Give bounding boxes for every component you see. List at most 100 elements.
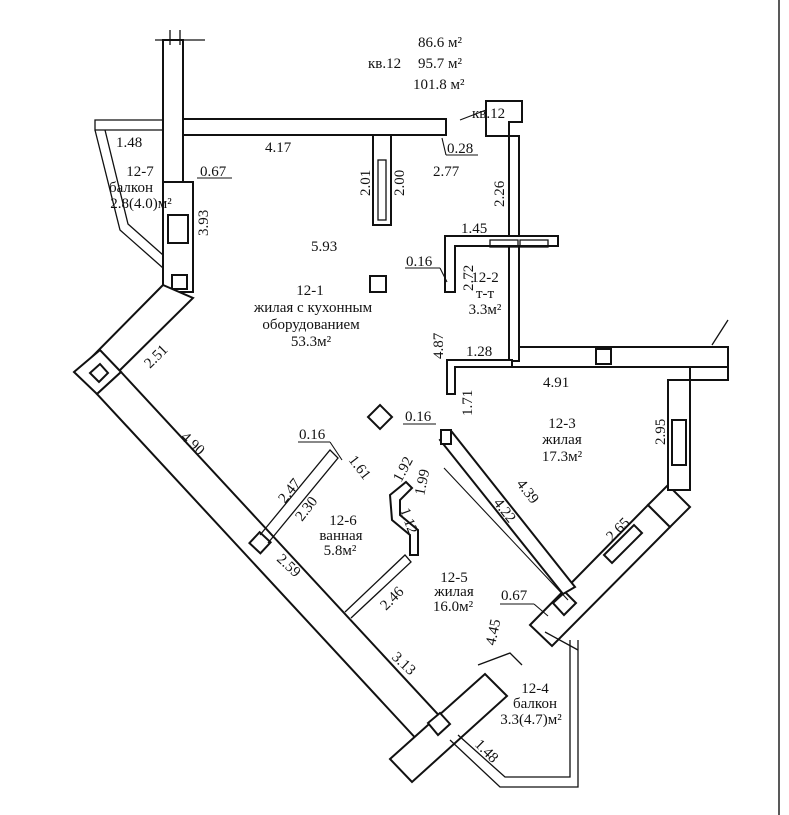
leader-016-a-2	[439, 267, 448, 283]
dim-272: 2.72	[461, 265, 477, 291]
area-with-balconies: 101.8 м²	[413, 77, 465, 93]
column-12-1	[369, 275, 387, 293]
dim-067-b: 0.67	[501, 588, 528, 604]
room-12-1-id: 12-1	[296, 283, 324, 299]
pillar-right-horizontal	[595, 348, 612, 365]
wall-diagonal-long	[95, 370, 447, 746]
balcony-12-4-edge-inner	[457, 640, 571, 778]
dim-145: 1.45	[461, 221, 487, 237]
room-12-4-id: 12-4	[521, 681, 549, 697]
vent-12-2-a	[489, 239, 519, 248]
dim-393: 3.93	[196, 210, 212, 236]
window-right-vertical	[671, 419, 687, 466]
walls	[72, 30, 729, 788]
room-12-7-id: 12-7	[126, 164, 154, 180]
room-12-1-type: жилая с кухонным	[253, 300, 373, 316]
room-12-7-area: 2.8(4.0)м²	[110, 196, 172, 212]
dim-112: 1.12	[396, 506, 420, 536]
wall-12-3-stub	[440, 429, 452, 445]
dim-491: 4.91	[543, 375, 569, 391]
pillar-left-corner	[88, 362, 110, 384]
wall-right-exit	[711, 319, 729, 346]
leader-kv12	[459, 109, 487, 121]
wall-12-6-top	[259, 449, 339, 544]
wall-right-horizontal	[511, 346, 729, 368]
dim-148-top: 1.48	[116, 135, 142, 151]
wall-right-corner	[646, 483, 692, 529]
vent-shaft-kitchen-inner	[377, 159, 387, 221]
dim-016-b: 0.16	[405, 409, 432, 425]
dim-417: 4.17	[265, 140, 292, 156]
vent-12-2-b	[519, 239, 549, 248]
column-diamond	[366, 403, 394, 431]
dim-067-top: 0.67	[200, 164, 227, 180]
dim-200: 2.00	[392, 170, 408, 196]
pillar-right-diag	[551, 590, 578, 617]
wall-top-horizontal	[182, 118, 447, 136]
balcony-12-4-edge	[449, 640, 579, 788]
pillar-diagonal-mid	[248, 530, 273, 555]
dim-593: 5.93	[311, 239, 337, 255]
room-12-5-id: 12-5	[440, 570, 468, 586]
room-12-5-type: жилая	[433, 584, 474, 600]
dim-230: 2.30	[293, 494, 322, 525]
wall-12-6-inner	[388, 480, 419, 556]
dim-445: 4.45	[483, 618, 504, 647]
pillar-left-upper	[171, 274, 188, 290]
room-12-3-type: жилая	[541, 432, 582, 448]
dim-128: 1.28	[466, 344, 492, 360]
wall-12-6-bottom	[344, 554, 412, 619]
wall-right-edge	[689, 366, 729, 381]
window-left-upper	[167, 214, 189, 244]
dim-199: 1.99	[412, 468, 433, 497]
dim-148-b: 1.48	[471, 737, 501, 767]
balcony-12-7-edge-inner	[104, 129, 164, 256]
room-12-7-type: балкон	[109, 180, 153, 196]
area-total: 86.6 м²	[418, 35, 462, 51]
wall-bottom-balcony	[388, 672, 509, 784]
room-12-5-area: 16.0м²	[433, 599, 474, 615]
room-12-2-id: 12-2	[471, 270, 499, 286]
room-12-3-area: 17.3м²	[542, 449, 583, 465]
room-12-4-area: 3.3(4.7)м²	[500, 712, 562, 728]
dim-277: 2.77	[433, 164, 460, 180]
leaders	[197, 109, 569, 617]
door-12-4-line	[544, 631, 579, 651]
wall-top-left-stub	[162, 39, 184, 183]
dim-028: 0.28	[447, 141, 473, 157]
room-12-1-type-cont: оборудованием	[262, 317, 360, 333]
wall-center-vertical	[508, 135, 520, 362]
area-living: 95.7 м²	[418, 56, 462, 72]
room-12-1-area: 53.3м²	[291, 334, 332, 350]
wall-entry-stub	[485, 100, 523, 137]
room-12-4-type: балкон	[513, 696, 557, 712]
dim-201: 2.01	[358, 170, 374, 196]
dim-247: 2.47	[276, 476, 305, 507]
dim-016-a: 0.16	[406, 254, 433, 270]
wall-partition-128	[446, 359, 513, 395]
balcony-12-4-rail	[477, 652, 523, 666]
room-12-2-area: 3.3м²	[469, 302, 502, 318]
room-12-6-type: ванная	[319, 528, 362, 544]
dim-439: 4.39	[513, 477, 542, 508]
balcony-12-7-edge	[94, 129, 164, 269]
dim-192: 1.92	[390, 454, 416, 485]
room-12-2-type: т-т	[476, 286, 495, 302]
apartment-label: кв.12	[368, 56, 401, 72]
apartment-marker: кв.12	[472, 106, 505, 122]
room-labels: 12-1 жилая с кухонным оборудованием 53.3…	[109, 164, 583, 728]
dim-295: 2.95	[653, 419, 669, 445]
balcony-12-7-outline	[94, 119, 163, 131]
header: 86.6 м² кв.12 95.7 м² 101.8 м² кв.12	[368, 35, 505, 122]
dim-487: 4.87	[431, 332, 447, 359]
dim-171: 1.71	[460, 390, 476, 416]
leader-439	[443, 467, 569, 601]
dim-226: 2.26	[492, 180, 508, 207]
pillar-bottom	[426, 711, 452, 737]
leader-028	[441, 137, 447, 156]
room-12-6-id: 12-6	[329, 513, 357, 529]
dim-251: 2.51	[142, 342, 172, 372]
vent-shaft-kitchen	[372, 134, 392, 226]
room-12-6-area: 5.8м²	[324, 543, 357, 559]
